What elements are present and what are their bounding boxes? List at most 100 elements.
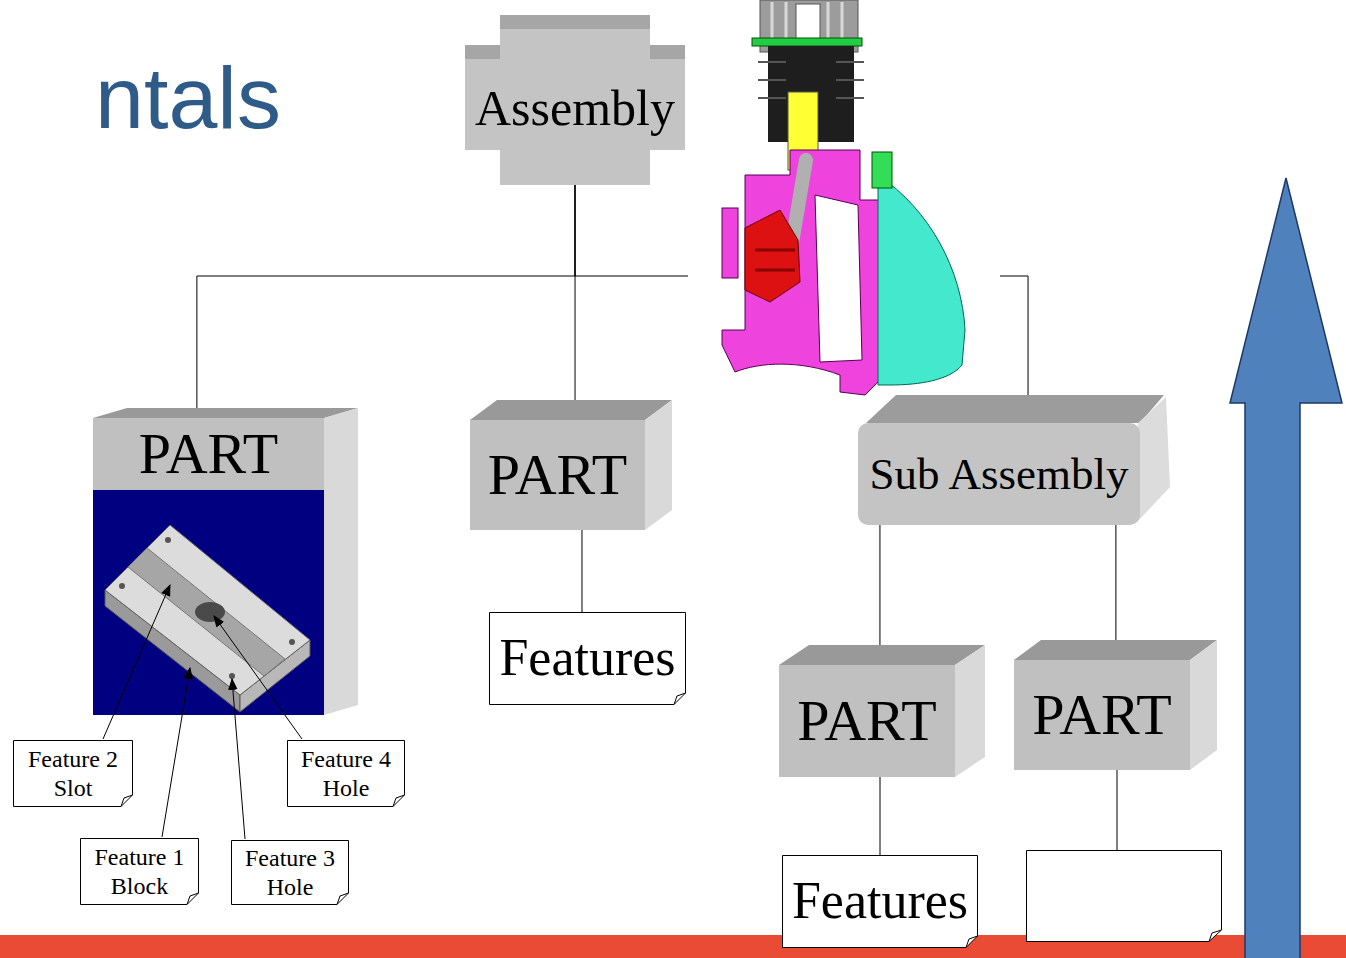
note-label: Feature 2 Slot [13, 745, 133, 803]
box-side-face [645, 400, 672, 530]
box-side-face [1190, 640, 1217, 770]
note-fold [674, 693, 686, 705]
box-top-face [866, 395, 1164, 423]
block-side [105, 590, 240, 712]
leader-line [232, 679, 245, 839]
note-label: Features [489, 627, 686, 689]
box-side-face [1138, 397, 1170, 521]
text-band: PART [470, 420, 645, 530]
center-hole [195, 602, 225, 622]
part-illustration [105, 525, 310, 712]
text-band: Sub Assembly [858, 423, 1140, 525]
valve-part [872, 152, 892, 188]
piston [788, 92, 818, 170]
small-hole [119, 583, 125, 589]
leader-line [103, 585, 170, 739]
note-outline [288, 741, 405, 807]
note-box: Feature 2 Slot [13, 740, 133, 807]
box-top-face [500, 15, 650, 29]
tree-connector [581, 530, 582, 612]
box-label: PART [1014, 680, 1190, 750]
hierarchy-box: PART [470, 400, 672, 530]
box-front-face [93, 418, 324, 715]
note-box: Feature 1 Block [80, 838, 199, 905]
box-side-face [955, 645, 985, 777]
tree-connector [197, 185, 575, 408]
hierarchy-arrow [1230, 178, 1342, 958]
image-ground [688, 0, 1000, 392]
text-band: Features [782, 855, 978, 948]
tree-connector [575, 185, 1028, 395]
cooling-fins [760, 0, 858, 52]
slot [128, 548, 285, 676]
note-box: Feature 4 Hole [287, 740, 405, 807]
box-front-face [779, 665, 955, 777]
note-box: Feature 3 Hole [231, 840, 349, 905]
leader-line [162, 668, 190, 837]
note-outline [232, 841, 349, 905]
connecting-rod [790, 160, 806, 255]
box-top-face [779, 645, 985, 665]
text-band: Feature 4 Hole [287, 740, 405, 807]
fin-lines [772, 2, 842, 50]
hierarchy-box: Sub Assembly [858, 395, 1170, 525]
note-box: Features [489, 612, 686, 705]
box-label: PART [779, 686, 955, 756]
note-label: Features [782, 870, 978, 932]
box-top-face [650, 45, 685, 59]
cylinder [768, 46, 854, 142]
leader-line [214, 616, 302, 739]
crankcase [722, 150, 880, 395]
gasket [752, 38, 862, 46]
footer-bar [0, 935, 1346, 958]
box-top-face [1014, 640, 1217, 660]
box-top-face [470, 400, 672, 420]
text-band: PART [1014, 660, 1190, 770]
small-hole [229, 673, 235, 679]
note-outline [81, 839, 199, 905]
note-fold [966, 936, 978, 948]
crankshaft [745, 210, 800, 302]
tree-line [1117, 770, 1118, 850]
box-label: PART [93, 419, 324, 489]
box-label: PART [470, 440, 645, 510]
empty-note [1027, 851, 1222, 942]
note-outline [490, 613, 686, 705]
tree-connector [1115, 525, 1116, 640]
note-outline [783, 856, 978, 948]
small-hole [289, 639, 295, 645]
side-cover [878, 175, 965, 385]
block-end [240, 640, 310, 712]
note-fold [187, 893, 199, 905]
text-band: Assembly [465, 71, 685, 145]
box-band [465, 45, 685, 150]
box-front-face [858, 423, 1140, 525]
tree-connector [879, 525, 880, 645]
crank-cavity [815, 195, 862, 362]
hierarchy-box: Assembly [465, 15, 685, 185]
note-fold [393, 795, 405, 807]
text-band: Feature 1 Block [80, 838, 199, 905]
text-band: Feature 3 Hole [231, 840, 349, 905]
engine-illustration [688, 0, 1000, 395]
cylinder-fins [758, 62, 864, 98]
box-side-face [324, 408, 358, 715]
note-box: Features [782, 855, 978, 948]
note-label: Feature 3 Hole [231, 844, 349, 902]
box-label: Sub Assembly [858, 447, 1140, 501]
text-band: PART [93, 418, 324, 490]
box-top-face [93, 408, 358, 418]
spark-plug [796, 4, 820, 50]
box-label: Assembly [465, 78, 685, 138]
small-hole [165, 537, 171, 543]
leader-lines [103, 585, 302, 839]
note-label: Feature 4 Hole [287, 745, 405, 803]
hierarchy-box: PART [1014, 640, 1217, 770]
block-top [105, 525, 310, 695]
slide-title: ntals [95, 50, 281, 147]
tree-connector [880, 777, 881, 855]
text-band: Feature 2 Slot [13, 740, 133, 807]
box-front-face [470, 420, 645, 530]
box-front-face [1014, 660, 1190, 770]
